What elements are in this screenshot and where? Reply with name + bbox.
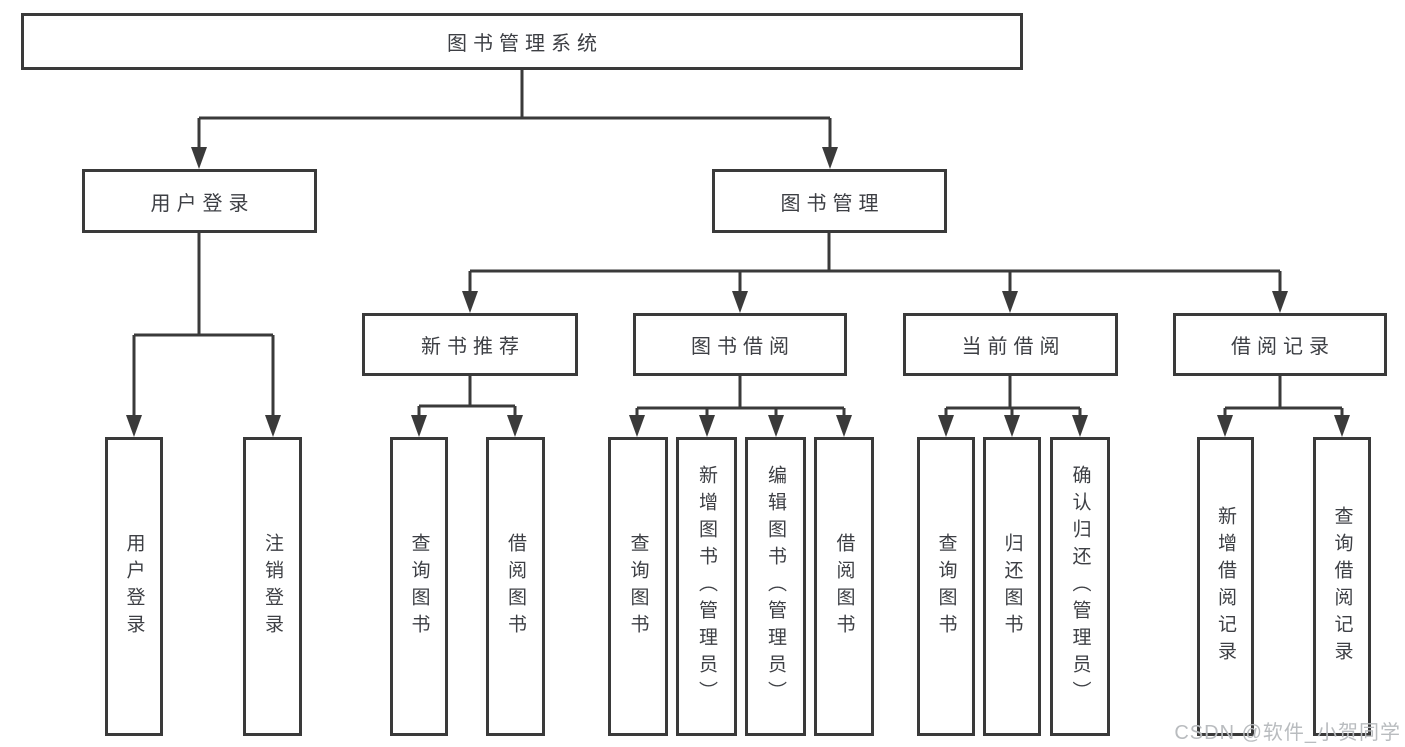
leaf-borrow-book-recommend-label: 借阅图书 bbox=[505, 532, 526, 641]
node-book-management: 图书管理 bbox=[712, 169, 947, 233]
leaf-query-book-borrow-label: 查询图书 bbox=[627, 532, 649, 641]
leaf-query-book-recommend-label: 查询图书 bbox=[408, 532, 430, 641]
leaf-edit-book-admin-label: 编辑图书（管理员） bbox=[765, 465, 786, 708]
leaf-edit-book-admin: 编辑图书（管理员） bbox=[745, 437, 806, 736]
node-book-borrow-label: 图书借阅 bbox=[691, 336, 795, 358]
leaf-query-book-current-label: 查询图书 bbox=[935, 532, 957, 641]
leaf-add-borrow-record: 新增借阅记录 bbox=[1197, 437, 1254, 736]
node-root-system: 图书管理系统 bbox=[21, 13, 1023, 70]
leaf-borrow-book: 借阅图书 bbox=[814, 437, 874, 736]
leaf-add-book-admin: 新增图书（管理员） bbox=[676, 437, 737, 736]
leaf-user-login-label: 用户登录 bbox=[123, 532, 145, 641]
csdn-watermark: CSDN @软件_小贺同学 bbox=[1174, 722, 1401, 744]
leaf-query-book-recommend: 查询图书 bbox=[390, 437, 448, 736]
leaf-confirm-return-admin-label: 确认归还（管理员） bbox=[1069, 465, 1091, 708]
node-current-borrow-label: 当前借阅 bbox=[961, 336, 1066, 358]
leaf-return-book-label: 归还图书 bbox=[1001, 532, 1023, 641]
leaf-return-book: 归还图书 bbox=[983, 437, 1041, 736]
node-root-system-label: 图书管理系统 bbox=[447, 33, 603, 55]
leaf-borrow-book-recommend: 借阅图书 bbox=[486, 437, 545, 736]
leaf-add-borrow-record-label: 新增借阅记录 bbox=[1215, 505, 1236, 668]
node-borrow-records: 借阅记录 bbox=[1173, 313, 1387, 376]
leaf-borrow-book-label: 借阅图书 bbox=[833, 532, 855, 641]
node-book-management-label: 图书管理 bbox=[780, 192, 885, 215]
node-new-book-recommend-label: 新书推荐 bbox=[421, 336, 525, 358]
node-user-login: 用户登录 bbox=[82, 169, 317, 233]
leaf-confirm-return-admin: 确认归还（管理员） bbox=[1050, 437, 1110, 736]
node-book-borrow: 图书借阅 bbox=[633, 313, 847, 376]
leaf-query-book-borrow: 查询图书 bbox=[608, 437, 668, 736]
node-current-borrow: 当前借阅 bbox=[903, 313, 1118, 376]
node-user-login-label: 用户登录 bbox=[150, 192, 255, 215]
node-new-book-recommend: 新书推荐 bbox=[362, 313, 578, 376]
leaf-query-book-current: 查询图书 bbox=[917, 437, 975, 736]
node-borrow-records-label: 借阅记录 bbox=[1231, 336, 1335, 358]
leaf-add-book-admin-label: 新增图书（管理员） bbox=[696, 465, 717, 708]
leaf-query-borrow-record-label: 查询借阅记录 bbox=[1331, 505, 1353, 668]
leaf-user-login: 用户登录 bbox=[105, 437, 163, 736]
leaf-logout: 注销登录 bbox=[243, 437, 302, 736]
arrowheads bbox=[126, 147, 1350, 437]
leaf-query-borrow-record: 查询借阅记录 bbox=[1313, 437, 1371, 736]
leaf-logout-label: 注销登录 bbox=[262, 532, 283, 641]
